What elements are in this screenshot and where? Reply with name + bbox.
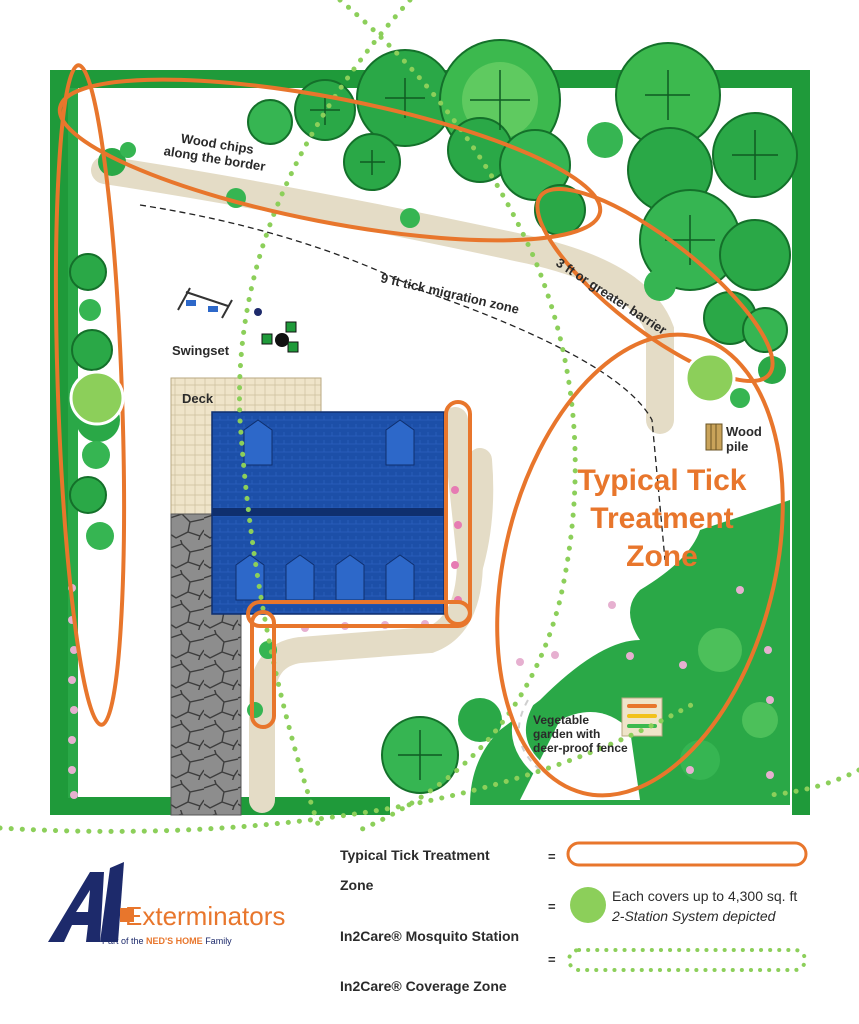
label-vegetable-garden: Vegetable garden with deer-proof fence — [533, 713, 628, 755]
logo-tagline: Part of the NED'S HOME Family — [102, 936, 232, 946]
legend-equals-3: = — [548, 952, 556, 967]
legend-coverage-swatch — [567, 948, 807, 972]
legend-station-label: In2Care® Mosquito Station — [340, 928, 520, 944]
a1-logo — [48, 862, 134, 942]
coverage-zones — [0, 0, 859, 834]
wood-pile-icon — [705, 423, 723, 451]
svg-text:Typical Tick: Typical Tick — [578, 464, 747, 497]
label-swingset: Swingset — [172, 343, 230, 358]
top-tree-canopy — [247, 39, 798, 408]
legend-station-swatch — [570, 887, 606, 923]
legend-zone-label-line1: Typical Tick Treatment — [340, 847, 490, 863]
legend-coverage-label: In2Care® Coverage Zone — [340, 978, 507, 994]
label-migration-zone: 9 ft tick migration zone — [379, 270, 520, 316]
legend-zone-label-line2: Zone — [340, 877, 374, 893]
migration-zone-line — [139, 204, 666, 561]
label-wood-pile: Wood pile — [726, 424, 765, 454]
legend-zone-swatch — [566, 841, 808, 867]
svg-text:Treatment: Treatment — [590, 502, 733, 535]
legend-equals-1: = — [548, 849, 556, 864]
logo-name: Exterminators — [125, 901, 285, 931]
house-roof — [211, 411, 445, 615]
zone-title: Typical Tick Treatment Zone — [578, 464, 747, 573]
legend-equals-2: = — [548, 899, 556, 914]
mosquito-stations — [69, 352, 736, 426]
legend-station-note: Each covers up to 4,300 sq. ft 2-Station… — [612, 888, 798, 924]
swingset-icon — [177, 287, 299, 353]
tick-treatment-zones — [54, 63, 785, 798]
label-deck: Deck — [182, 391, 214, 406]
svg-text:Zone: Zone — [626, 540, 698, 573]
